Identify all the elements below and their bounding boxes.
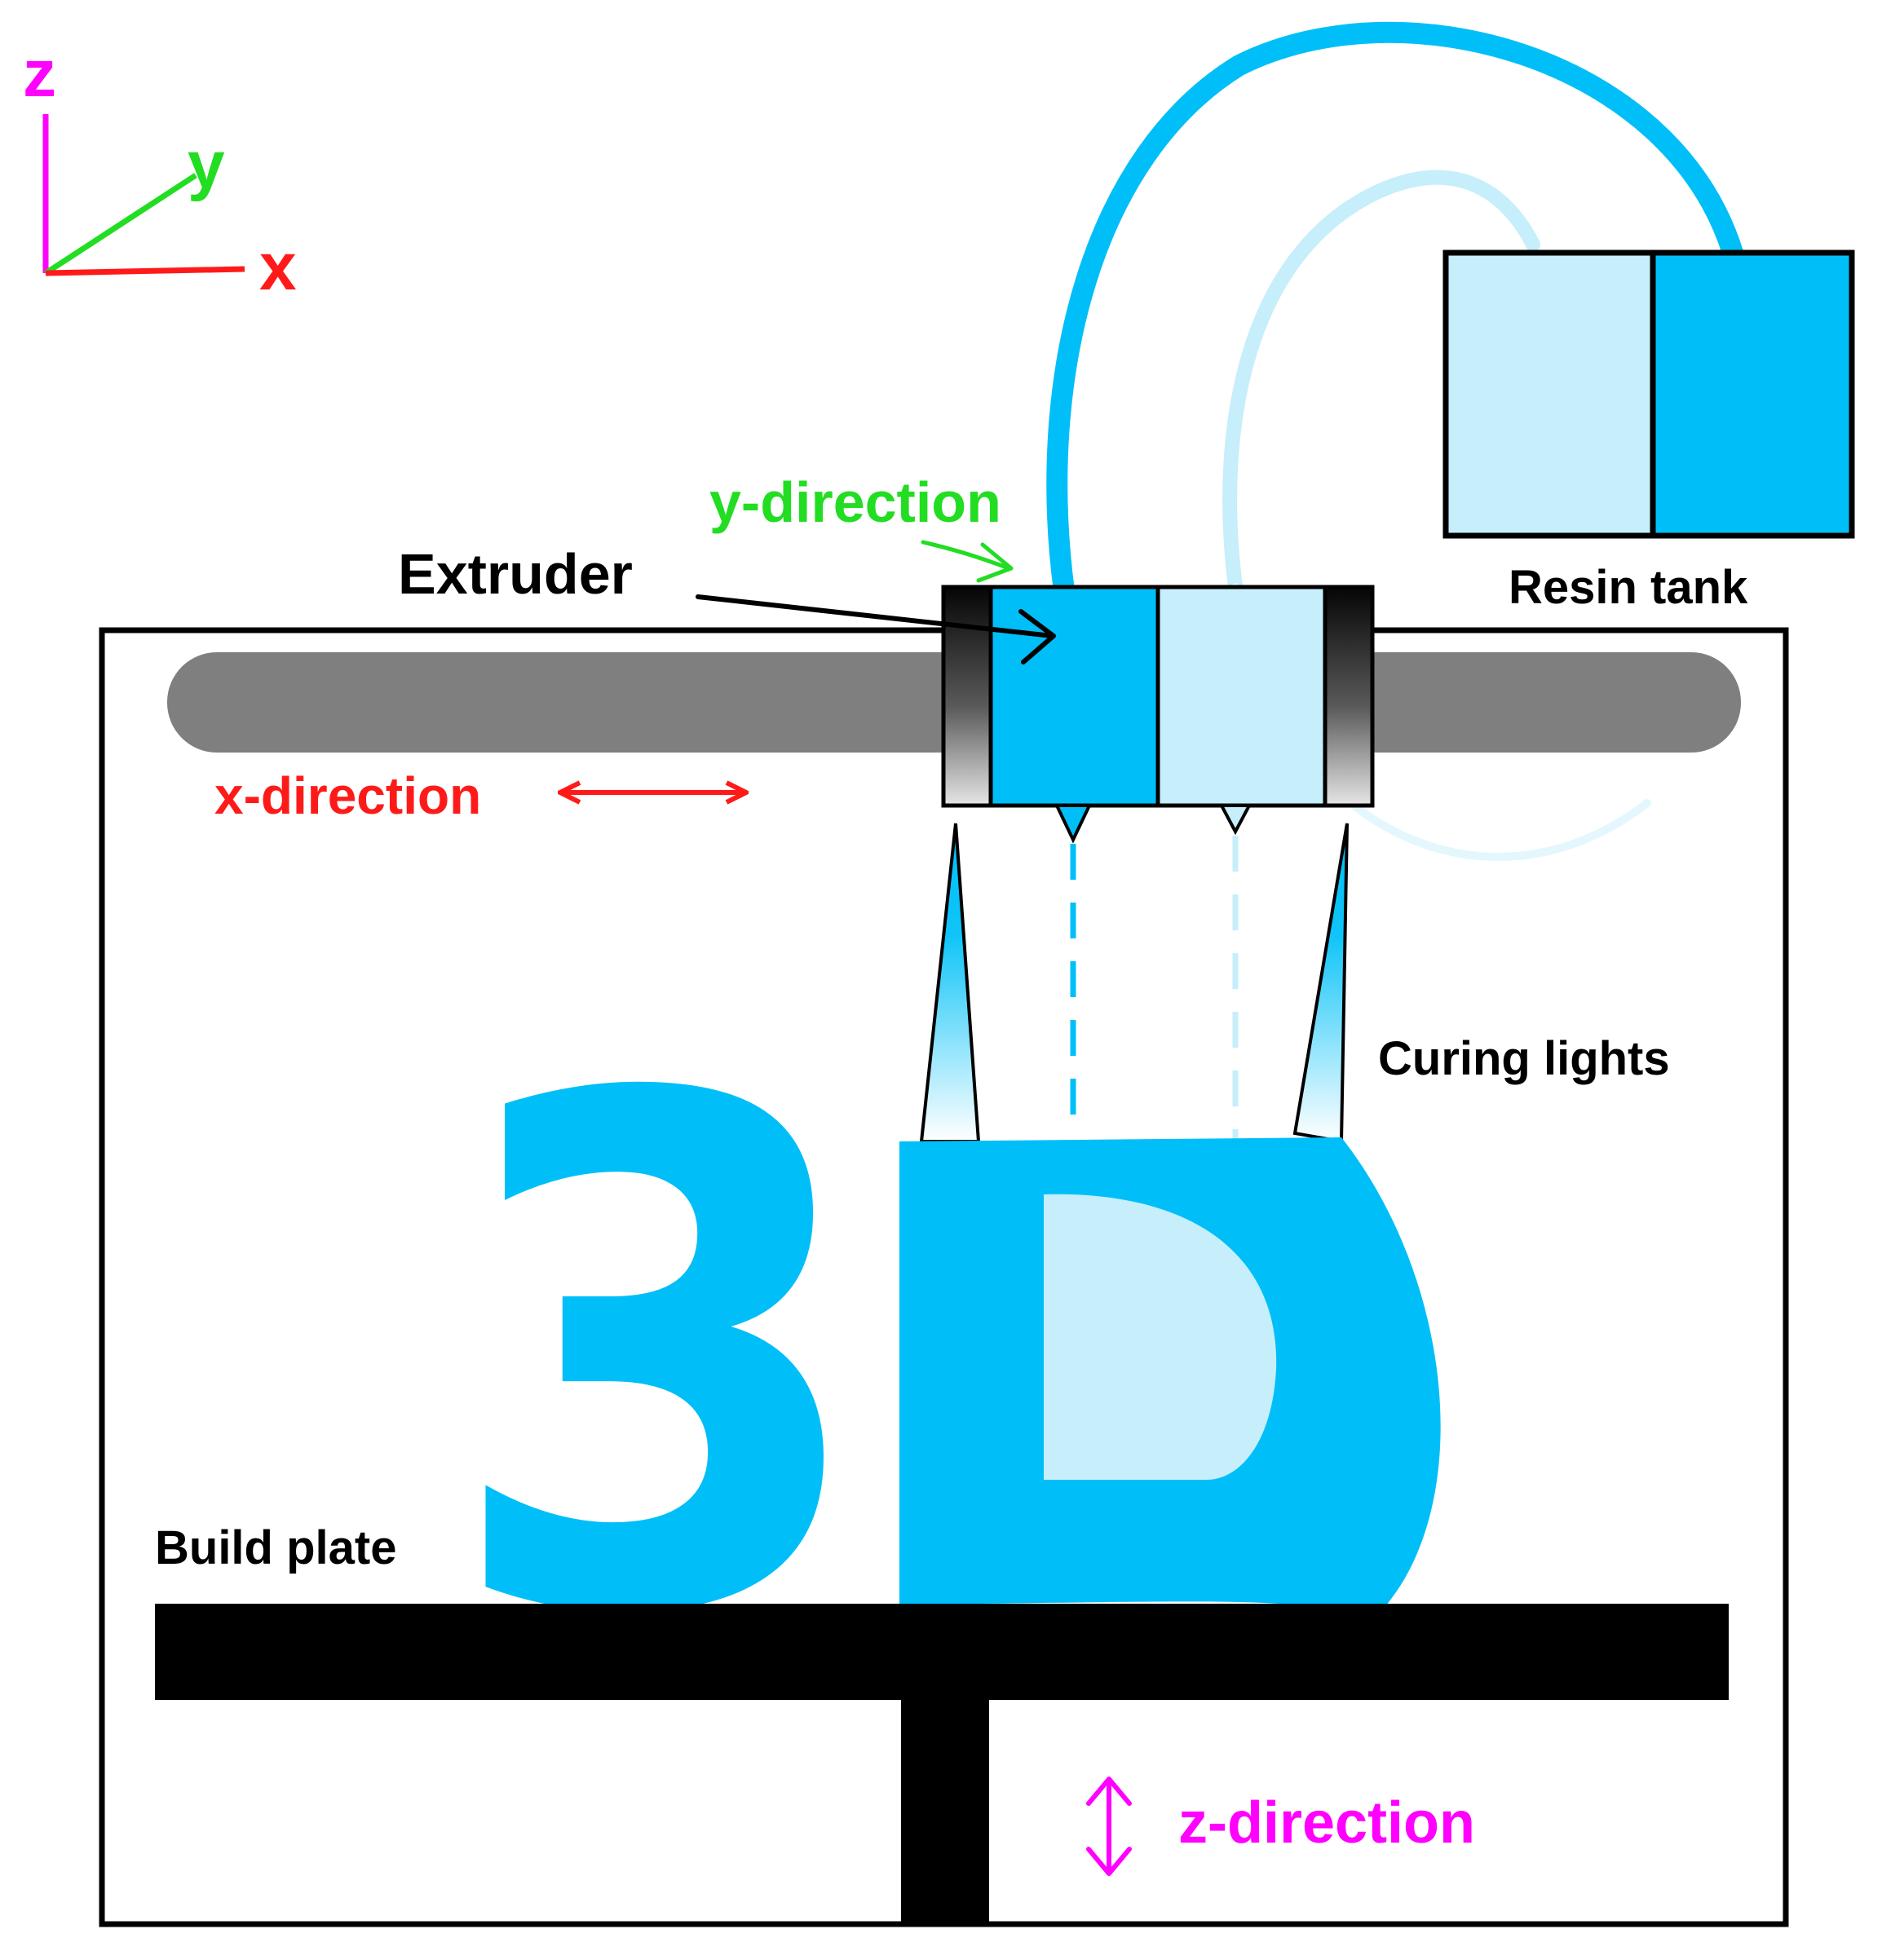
x-axis-label: x [259, 230, 297, 304]
curing-light-right [1292, 823, 1349, 1144]
extruder-head [941, 585, 1375, 844]
z-direction-arrow [1086, 1777, 1132, 1876]
resin-tank-left-chamber [1442, 249, 1656, 539]
curing-lights-label: Curing lights [1378, 1032, 1670, 1085]
extruder-left-cap [941, 585, 993, 808]
resin-tank [1442, 249, 1855, 539]
extruder-resin-chamber [988, 585, 1160, 808]
resin-tank-right-chamber [1650, 249, 1855, 539]
nozzle-left [1054, 804, 1093, 844]
y-axis-label: y [188, 128, 225, 202]
nozzle-right [1218, 804, 1252, 836]
x-direction-label: x-direction [214, 766, 481, 825]
resin-tank-label: Resin tank [1509, 561, 1748, 614]
extruder-label: Extruder [398, 542, 633, 606]
extruder-light-chamber [1155, 585, 1328, 808]
axes-triad: z y x [23, 37, 297, 304]
printed-object-d-inner [1044, 1194, 1277, 1480]
z-direction-label: z-direction [1178, 1790, 1475, 1856]
x-axis-line [45, 266, 245, 276]
z-axis-label: z [23, 37, 56, 111]
build-plate-label: Build plate [155, 1521, 396, 1574]
y-axis-line [44, 173, 197, 276]
y-direction-label: y-direction [709, 470, 1001, 534]
extruder-right-cap [1323, 585, 1375, 808]
y-direction-arrow [921, 540, 1014, 583]
resin-tube-front [1046, 21, 1743, 602]
resin-tube-back [1222, 170, 1540, 594]
curing-light-left [919, 823, 981, 1143]
build-plate-post [901, 1700, 989, 1924]
build-plate [155, 1604, 1729, 1700]
extruder-arrow [696, 594, 1056, 664]
